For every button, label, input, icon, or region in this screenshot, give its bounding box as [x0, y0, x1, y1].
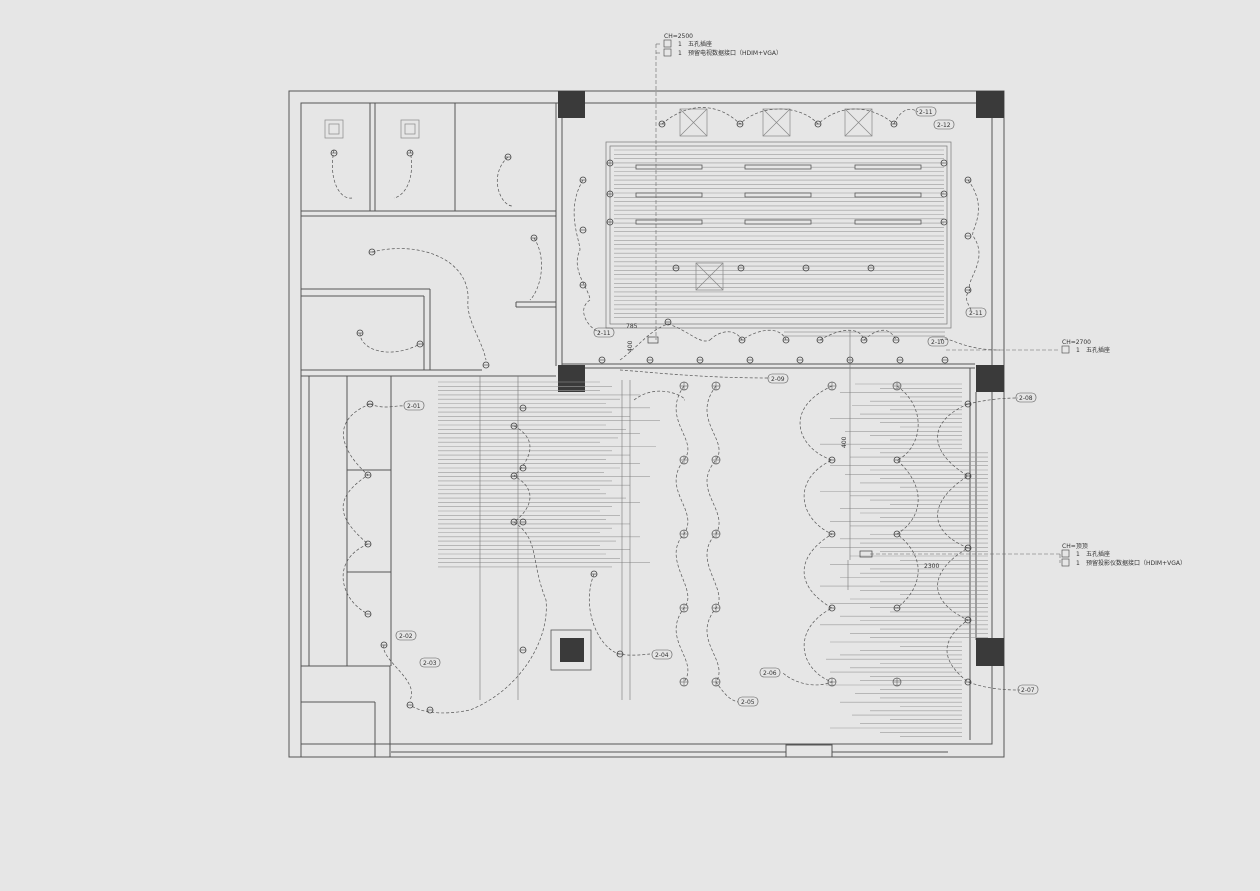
callout-right-mid: CH=2700 1 五孔插座 [1061, 339, 1110, 354]
svg-text:2-05: 2-05 [741, 699, 755, 706]
tag-2-11-c: 2-11 [915, 106, 937, 117]
svg-text:2-11: 2-11 [969, 310, 983, 317]
svg-text:2-11: 2-11 [919, 109, 933, 116]
tag-2-01: 2-01 [403, 400, 425, 411]
open-office-slats-left [438, 381, 660, 568]
callout-top-qty2: 1 [678, 50, 682, 57]
callout-top-line1: 五孔插座 [688, 40, 712, 48]
suspension-lines [479, 330, 945, 700]
svg-text:2-10: 2-10 [931, 339, 945, 346]
tag-2-07: 2-07 [1017, 684, 1039, 695]
dim-400-b: 400 [841, 436, 848, 448]
callout-top-line2: 预留电视数据接口（HDIM+VGA） [688, 49, 782, 57]
columns [558, 91, 1004, 666]
circuit-tags: 2-01 2-02 2-03 2-04 2-05 2-06 2-07 2-08 … [395, 106, 1039, 707]
tag-2-10: 2-10 [927, 336, 949, 347]
tag-2-11-b: 2-11 [965, 307, 987, 318]
svg-text:2-12: 2-12 [937, 122, 951, 129]
tag-2-02: 2-02 [395, 630, 417, 641]
callout-low-line2: 预留投影仪数据接口（HDIM+VGA） [1086, 559, 1186, 567]
ceiling-vents [324, 108, 873, 291]
open-office-slats-right [820, 383, 988, 737]
light-fixtures [330, 120, 972, 714]
meeting-light-strips [635, 164, 922, 225]
svg-text:2-06: 2-06 [763, 670, 777, 677]
callout-leaders [655, 43, 1061, 563]
socket-symbol-top [647, 336, 659, 344]
tag-2-08: 2-08 [1015, 392, 1037, 403]
walls [288, 90, 1005, 758]
tag-2-05: 2-05 [737, 696, 759, 707]
callout-low-qty1: 1 [1076, 551, 1080, 558]
callout-mid-line1: 五孔插座 [1086, 346, 1110, 354]
svg-text:2-02: 2-02 [399, 633, 413, 640]
dim-785: 785 [626, 323, 638, 330]
svg-text:2-07: 2-07 [1021, 687, 1035, 694]
svg-text:2-01: 2-01 [407, 403, 421, 410]
socket-symbol-right [859, 550, 873, 558]
callout-right-low: CH=顶顶 1 五孔插座 1 预留投影仪数据接口（HDIM+VGA） [1061, 543, 1186, 567]
dimensions: 785 400 400 2300 [626, 323, 939, 570]
callout-low-height: CH=顶顶 [1062, 543, 1088, 550]
tag-2-04: 2-04 [651, 649, 673, 660]
dim-400-a: 400 [627, 340, 634, 352]
callout-low-qty2: 1 [1076, 560, 1080, 567]
tag-2-12: 2-12 [933, 119, 955, 130]
callout-mid-qty1: 1 [1076, 347, 1080, 354]
svg-text:2-09: 2-09 [771, 376, 785, 383]
tag-2-09: 2-09 [767, 373, 789, 384]
svg-text:2-03: 2-03 [423, 660, 437, 667]
callout-top-height: CH=2500 [664, 33, 693, 40]
circuit-wiring [332, 107, 1021, 714]
callout-top: CH=2500 1 五孔插座 1 预留电视数据接口（HDIM+VGA） [663, 33, 782, 57]
svg-text:2-11: 2-11 [597, 330, 611, 337]
callout-top-qty1: 1 [678, 41, 682, 48]
tag-2-11-a: 2-11 [593, 327, 615, 338]
svg-text:2-08: 2-08 [1019, 395, 1033, 402]
meeting-room-ceiling [605, 141, 952, 329]
meeting-slats [614, 149, 944, 319]
tag-2-03: 2-03 [419, 657, 441, 668]
tag-2-06: 2-06 [759, 667, 781, 678]
spot-lights [679, 381, 902, 687]
dim-2300: 2300 [924, 563, 939, 570]
callout-low-line1: 五孔插座 [1086, 550, 1110, 558]
svg-text:2-04: 2-04 [655, 652, 669, 659]
pillar-casing [550, 629, 592, 671]
callout-mid-height: CH=2700 [1062, 339, 1091, 346]
